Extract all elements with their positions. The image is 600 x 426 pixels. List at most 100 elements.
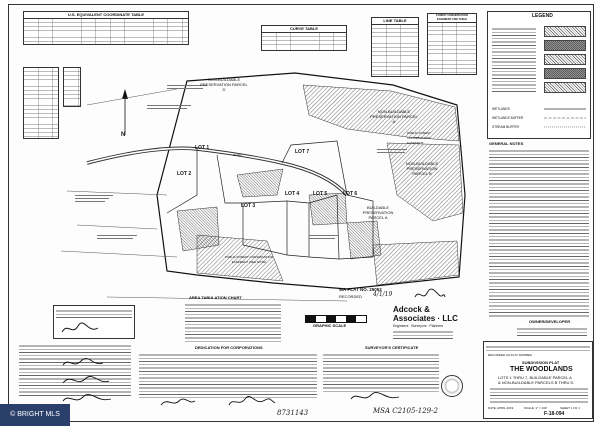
lot-3-label: LOT 3: [241, 203, 256, 209]
title-block-recorded-lines: [486, 344, 590, 352]
label-road: ROAD: [233, 153, 242, 157]
graphic-scale-label: GRAPHIC SCALE: [313, 323, 347, 328]
area-tabulation-title: AREA TABULATION CHART: [189, 295, 242, 300]
title-block-date: DATE: APRIL 2019: [488, 406, 514, 410]
easement-line-table-grid: [24, 68, 58, 138]
forest-line-table-title: FOREST CONSERVATION EASEMENT LINE TABLE: [428, 14, 476, 23]
surveyor-certificate-title: SURVEYOR'S CERTIFICATE: [365, 345, 419, 350]
forest-easement-area-1: [236, 168, 284, 198]
legend-title: LEGEND: [532, 13, 553, 19]
graphic-scale: [305, 315, 367, 323]
preservation-area-upper: [302, 84, 460, 142]
title-block: RECORDED AS PLAT NUMBER SUBDIVISION PLAT…: [483, 341, 593, 419]
general-notes-text: [489, 148, 589, 318]
legend-line-samples: [544, 108, 586, 128]
label-non-buildable-upper: NON-BUILDABLE PRESERVATION PARCEL D: [200, 77, 248, 92]
label-forest-easement-lower: PUBLIC FOREST CONSERVATION EASEMENT (SEE…: [224, 255, 274, 264]
title-block-drawing-no: F-18-094: [544, 411, 565, 417]
coordinate-table-grid: [24, 19, 188, 44]
adjoining-lines: [60, 88, 348, 302]
owner-developer-title: OWNER/DEVELOPER: [529, 319, 571, 324]
signature-dedication: [160, 396, 276, 406]
signature-health-dept: [61, 322, 99, 333]
title-block-line1: LOTS 1 THRU 7, BUILDABLE PARCEL A: [498, 375, 572, 380]
plan-annotations: [75, 85, 407, 239]
preservation-area-right: [386, 142, 464, 222]
general-notes-title: GENERAL NOTES: [489, 141, 524, 146]
lot-5-label: LOT 5: [313, 191, 328, 197]
dedication-text: [139, 352, 317, 398]
plat-sheet: U.S. EQUIVALENT COORDINATE TABLE CURVE T…: [8, 4, 594, 422]
legend-wetlands: WETLANDS: [492, 107, 510, 111]
title-block-line2: & NON-BUILDABLE PARCELS B THRU D: [498, 380, 574, 385]
general-notes-box: GENERAL NOTES: [487, 141, 591, 319]
health-dept-text: [56, 308, 132, 320]
health-dept-box: [53, 305, 135, 339]
signature-recorded: [413, 287, 447, 304]
curve-table-grid: [262, 33, 346, 50]
area-tabulation-rows: [185, 302, 281, 344]
wa-plat-label: WA PLAT NO. 25052: [339, 287, 382, 292]
forest-line-table: FOREST CONSERVATION EASEMENT LINE TABLE: [427, 13, 477, 75]
watermark-banner: © BRIGHT MLS: [0, 404, 70, 426]
line-table-grid: [372, 25, 418, 76]
signature-left-1: [62, 358, 104, 366]
line-table: LINE TABLE: [371, 17, 419, 77]
legend-box: LEGEND WETLANDS WETLANDS BUFFER STREAM B…: [487, 11, 591, 139]
legend-swatch-drainage: [544, 68, 586, 79]
firm-name-line1: Adcock &: [393, 305, 430, 314]
title-block-recorded-label: RECORDED AS PLAT NUMBER: [488, 353, 532, 357]
watermark-text: © BRIGHT MLS: [10, 411, 60, 418]
signatures-left: [62, 358, 112, 402]
title-block-type: SUBDIVISION PLAT: [522, 360, 560, 365]
preservation-area-bottom: [196, 234, 284, 282]
surveyor-certificate-text: [323, 352, 439, 392]
handwritten-plat-date: 4/1/19: [373, 291, 393, 298]
site-plan: [60, 72, 466, 302]
title-block-name: THE WOODLANDS: [510, 366, 573, 373]
lot-lines: [166, 140, 374, 260]
lot-4-label: LOT 4: [285, 191, 300, 197]
legend-swatch-preservation: [544, 40, 586, 51]
legend-swatch-pathway: [544, 54, 586, 65]
lot-7-label: LOT 7: [295, 149, 310, 155]
forest-easement-area-3: [176, 206, 220, 252]
approval-text-left: [19, 343, 131, 397]
lot-1-label: LOT 1: [195, 145, 210, 151]
lot-2-label: LOT 2: [177, 171, 192, 177]
firm-address: [393, 329, 453, 339]
lot-6-label: LOT 6: [343, 191, 358, 197]
legend-swatch-septic: [544, 82, 586, 93]
easement-line-table-left: [23, 67, 59, 139]
title-block-scale: SCALE: 1" = 100': [524, 406, 548, 410]
title-block-location: [490, 386, 588, 404]
line-table-title: LINE TABLE: [372, 18, 418, 25]
handwritten-bottom-mid: 8731143: [277, 409, 309, 417]
handwritten-bottom-right: MSA C2105-129-2: [373, 407, 438, 415]
signature-left-2: [62, 376, 110, 384]
surveyor-seal: [441, 375, 463, 397]
north-label: N: [121, 132, 126, 138]
label-non-buildable-a: NON-BUILDABLE PRESERVATION PARCEL A: [370, 109, 418, 124]
legend-description-lines: [492, 26, 536, 94]
recorded-label: RECORDED: [339, 294, 362, 299]
label-non-buildable-b: NON-BUILDABLE PRESERVATION PARCEL B: [405, 161, 439, 176]
signature-surveyor: [350, 392, 400, 400]
coordinate-table: U.S. EQUIVALENT COORDINATE TABLE: [23, 11, 189, 45]
subdivision-boundary: [156, 72, 466, 290]
preservation-area-bottom-right: [372, 240, 460, 286]
title-block-sheet: SHEET 1 OF 1: [560, 406, 580, 410]
label-forest-easement: PUBLIC FOREST CONSERVATION EASEMENT: [407, 131, 431, 145]
forest-easement-area-4: [346, 220, 382, 260]
legend-swatch-forest: [544, 26, 586, 37]
coordinate-table-left: [63, 67, 81, 107]
north-arrow: [122, 89, 128, 135]
signature-left-3: [62, 394, 112, 402]
legend-stream-buffer: STREAM BUFFER: [492, 125, 519, 129]
coordinate-table-title: U.S. EQUIVALENT COORDINATE TABLE: [24, 12, 188, 19]
forest-line-table-grid: [428, 23, 476, 74]
dedication-title: DEDICATION FOR CORPORATIONS: [195, 345, 263, 350]
curve-table: CURVE TABLE: [261, 25, 347, 51]
label-buildable: BUILDABLE PRESERVATION PARCEL A: [362, 205, 394, 220]
signature-recorded-mark: [414, 288, 446, 298]
